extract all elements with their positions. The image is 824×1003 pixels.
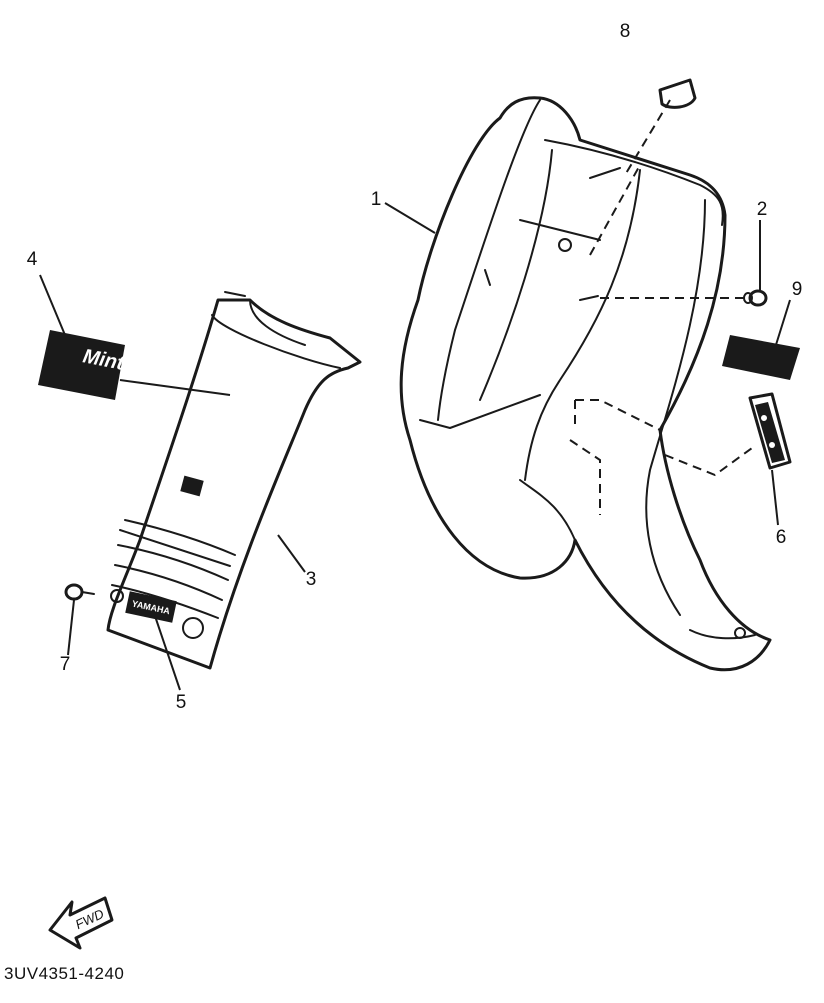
callout-9: 9 — [792, 279, 803, 300]
mint-emblem-part: Mint — [38, 330, 127, 400]
callout-7: 7 — [60, 654, 71, 675]
leg-shield-part — [399, 96, 772, 672]
grommet-part — [743, 289, 768, 307]
callout-8: 8 — [620, 21, 631, 42]
clip-part — [658, 78, 697, 109]
bracket-part — [748, 392, 792, 470]
fwd-arrow-icon: FWD — [48, 896, 114, 950]
callout-2: 2 — [757, 199, 768, 220]
screw-part — [64, 583, 95, 601]
callout-5: 5 — [176, 692, 187, 713]
callout-3: 3 — [306, 569, 317, 590]
yamaha-nameplate-part: YAMAHA — [125, 591, 177, 623]
callout-6: 6 — [776, 527, 787, 548]
tape-part — [722, 335, 800, 380]
callout-4: 4 — [27, 249, 38, 270]
callout-1: 1 — [371, 189, 382, 210]
diagram-code: 3UV4351-4240 — [4, 964, 125, 983]
